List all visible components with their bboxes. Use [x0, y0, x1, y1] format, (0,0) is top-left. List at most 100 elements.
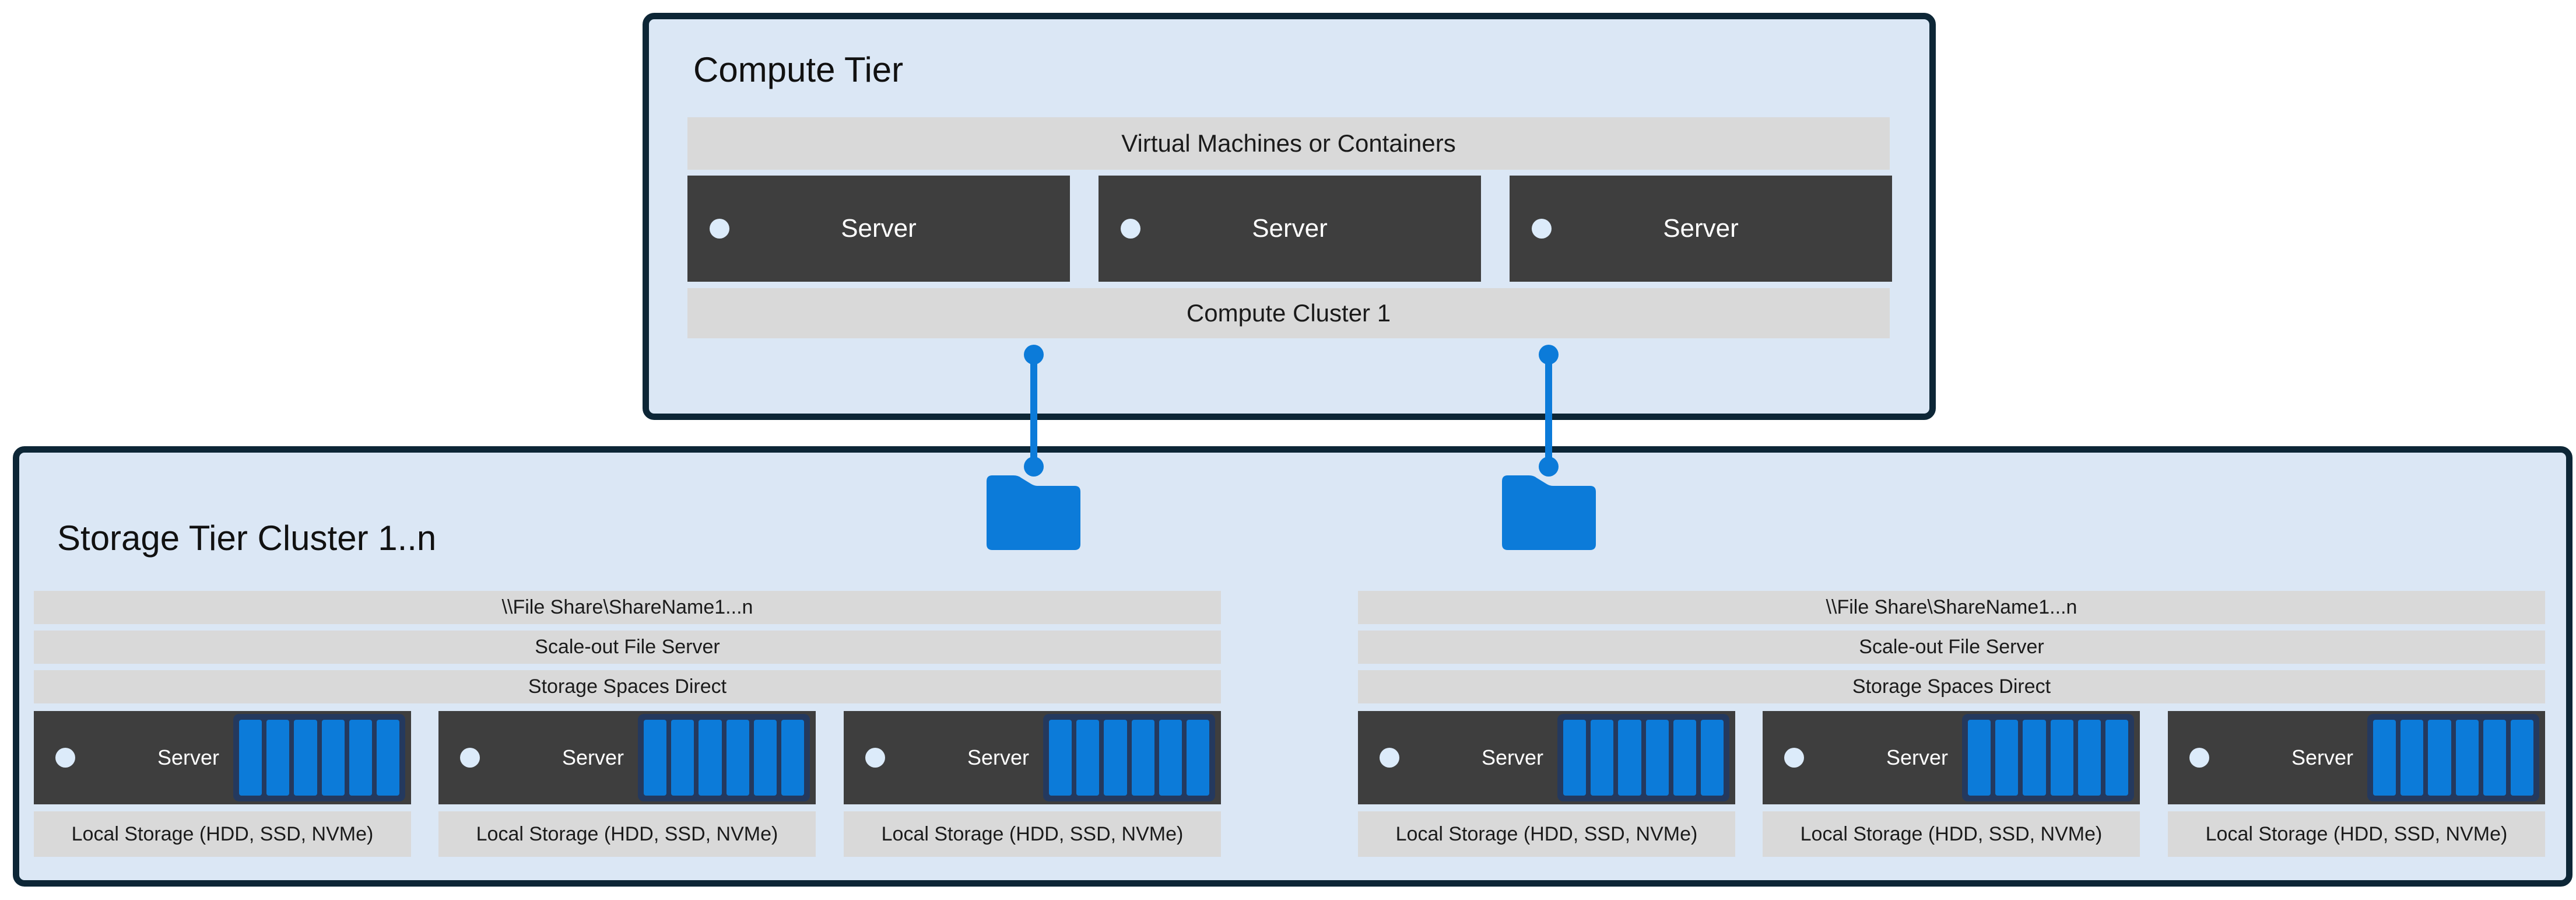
server-label: Server: [1252, 214, 1328, 243]
connector-dot-icon: [1539, 345, 1559, 365]
server-label: Server: [1481, 745, 1544, 769]
disk-array-icon: [1043, 714, 1215, 801]
disk-icon: [2455, 720, 2479, 796]
disk-icon: [1700, 720, 1724, 796]
disk-icon: [1049, 720, 1072, 796]
local-storage-bar: Local Storage (HDD, SSD, NVMe): [438, 811, 816, 857]
disk-icon: [1563, 720, 1587, 796]
storage-server: Server: [1358, 711, 1735, 804]
scale-out-file-server-label: Scale-out File Server: [535, 636, 720, 658]
server-label: Server: [841, 214, 917, 243]
vm-containers-bar: Virtual Machines or Containers: [687, 117, 1890, 170]
connector-dot-icon: [1024, 345, 1044, 365]
disk-icon: [2105, 720, 2129, 796]
disk-icon: [1186, 720, 1210, 796]
storage-spaces-direct-label: Storage Spaces Direct: [528, 675, 727, 698]
disk-icon: [644, 720, 667, 796]
disk-icon: [1159, 720, 1182, 796]
storage-server: Server: [2168, 711, 2545, 804]
scale-out-file-server-bar: Scale-out File Server: [34, 631, 1221, 664]
local-storage-label: Local Storage (HDD, SSD, NVMe): [1800, 822, 2103, 845]
disk-array-icon: [233, 714, 405, 801]
server-status-dot-icon: [1380, 748, 1399, 768]
disk-icon: [2428, 720, 2451, 796]
file-share-bar: \\File Share\ShareName1...n: [1358, 591, 2545, 624]
disk-icon: [1995, 720, 2019, 796]
disk-icon: [239, 720, 262, 796]
folder-icon: [1502, 475, 1596, 550]
compute-cluster-label: Compute Cluster 1: [1186, 299, 1391, 327]
local-storage-bar: Local Storage (HDD, SSD, NVMe): [2168, 811, 2545, 857]
disk-icon: [1968, 720, 1991, 796]
vm-containers-label: Virtual Machines or Containers: [1121, 129, 1456, 157]
local-storage-label: Local Storage (HDD, SSD, NVMe): [881, 822, 1184, 845]
connector-dot-icon: [1539, 457, 1559, 477]
file-share-label: \\File Share\ShareName1...n: [1826, 596, 2077, 618]
disk-icon: [1076, 720, 1100, 796]
server-label: Server: [1886, 745, 1949, 769]
disk-icon: [1591, 720, 1614, 796]
server-status-dot-icon: [1784, 748, 1804, 768]
disk-icon: [321, 720, 345, 796]
storage-spaces-direct-bar: Storage Spaces Direct: [34, 670, 1221, 703]
connector-dot-icon: [1024, 457, 1044, 477]
disk-icon: [2373, 720, 2396, 796]
local-storage-bar: Local Storage (HDD, SSD, NVMe): [1358, 811, 1735, 857]
storage-spaces-direct-label: Storage Spaces Direct: [1852, 675, 2051, 698]
storage-tier-title: Storage Tier Cluster 1..n: [57, 519, 437, 558]
compute-server: Server: [1510, 176, 1892, 282]
disk-icon: [376, 720, 400, 796]
server-label: Server: [1663, 214, 1739, 243]
storage-server: Server: [844, 711, 1221, 804]
disk-array-icon: [638, 714, 810, 801]
server-status-dot-icon: [460, 748, 480, 768]
disk-icon: [349, 720, 372, 796]
disk-icon: [671, 720, 694, 796]
server-status-dot-icon: [1532, 219, 1552, 239]
server-label: Server: [561, 745, 624, 769]
storage-spaces-direct-bar: Storage Spaces Direct: [1358, 670, 2545, 703]
compute-tier-box: Compute Tier Virtual Machines or Contain…: [643, 13, 1936, 420]
connector-line: [1024, 345, 1044, 477]
disk-icon: [2050, 720, 2073, 796]
storage-cluster: \\File Share\ShareName1...n Scale-out Fi…: [34, 453, 1221, 880]
server-label: Server: [2291, 745, 2354, 769]
storage-tier-box: Storage Tier Cluster 1..n \\File Share\S…: [13, 446, 2573, 887]
disk-array-icon: [2367, 714, 2539, 801]
scale-out-file-server-bar: Scale-out File Server: [1358, 631, 2545, 664]
server-label: Server: [967, 745, 1030, 769]
server-status-dot-icon: [2189, 748, 2209, 768]
disk-icon: [266, 720, 290, 796]
local-storage-label: Local Storage (HDD, SSD, NVMe): [71, 822, 374, 845]
compute-server: Server: [1099, 176, 1481, 282]
file-share-label: \\File Share\ShareName1...n: [501, 596, 753, 618]
local-storage-bar: Local Storage (HDD, SSD, NVMe): [34, 811, 411, 857]
disk-icon: [699, 720, 722, 796]
disk-icon: [781, 720, 805, 796]
disk-icon: [2077, 720, 2101, 796]
storage-server: Server: [34, 711, 411, 804]
local-storage-label: Local Storage (HDD, SSD, NVMe): [476, 822, 778, 845]
disk-icon: [1104, 720, 1127, 796]
disk-icon: [1131, 720, 1154, 796]
local-storage-label: Local Storage (HDD, SSD, NVMe): [1395, 822, 1698, 845]
disk-icon: [1673, 720, 1696, 796]
server-label: Server: [157, 745, 220, 769]
disk-array-icon: [1557, 714, 1729, 801]
disk-icon: [1618, 720, 1641, 796]
compute-cluster-bar: Compute Cluster 1: [687, 288, 1890, 338]
server-status-dot-icon: [1121, 219, 1140, 239]
server-status-dot-icon: [865, 748, 885, 768]
storage-cluster: \\File Share\ShareName1...n Scale-out Fi…: [1358, 453, 2545, 880]
compute-tier-title: Compute Tier: [693, 50, 904, 89]
disk-icon: [2510, 720, 2534, 796]
disk-icon: [726, 720, 749, 796]
disk-icon: [2023, 720, 2046, 796]
disk-icon: [753, 720, 777, 796]
file-share-bar: \\File Share\ShareName1...n: [34, 591, 1221, 624]
local-storage-label: Local Storage (HDD, SSD, NVMe): [2205, 822, 2508, 845]
local-storage-bar: Local Storage (HDD, SSD, NVMe): [1763, 811, 2140, 857]
disk-icon: [1645, 720, 1669, 796]
disk-icon: [2400, 720, 2424, 796]
